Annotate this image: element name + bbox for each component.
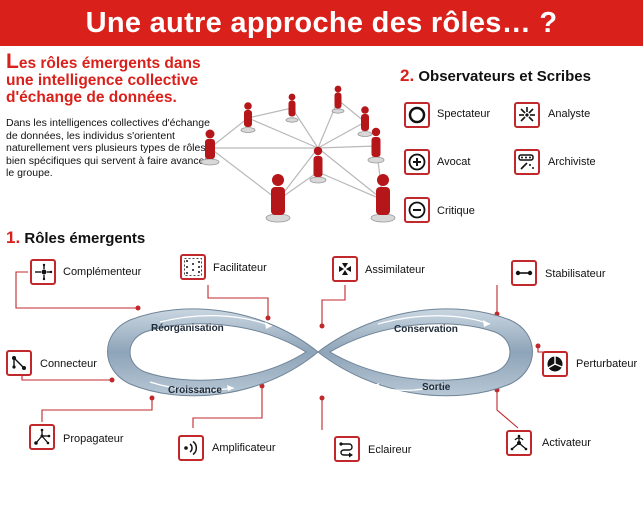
perturbateur-icon xyxy=(542,351,568,377)
facilitateur-icon xyxy=(180,254,206,280)
heading-rest: es rôles émergents dans une intelligence… xyxy=(6,55,201,106)
loop-label-sortie: Sortie xyxy=(422,382,451,393)
activateur-icon xyxy=(506,430,532,456)
spectateur-icon xyxy=(404,102,430,128)
critique-icon xyxy=(404,197,430,223)
eclaireur-icon xyxy=(334,436,360,462)
propagateur-icon xyxy=(29,424,55,450)
facilitateur-label: Facilitateur xyxy=(213,262,267,274)
spectateur-label: Spectateur xyxy=(437,108,491,120)
archiviste-icon xyxy=(514,149,540,175)
avocat-icon xyxy=(404,149,430,175)
heading-first-letter: L xyxy=(6,50,19,73)
amplificateur-icon xyxy=(178,435,204,461)
stabilisateur-icon xyxy=(511,260,537,286)
archiviste-label: Archiviste xyxy=(548,156,596,168)
connecteur-label: Connecteur xyxy=(40,358,97,370)
perturbateur-label: Perturbateur xyxy=(576,358,638,370)
analyste-icon xyxy=(514,102,540,128)
title-banner xyxy=(0,0,643,46)
stabilisateur-label: Stabilisateur xyxy=(545,268,606,280)
assimilateur-icon xyxy=(332,256,358,282)
banner-title: Une autre approche des rôles… ? xyxy=(85,7,558,39)
critique-label: Critique xyxy=(437,205,475,217)
connecteur-icon xyxy=(6,350,32,376)
complementeur-label: Complémenteur xyxy=(63,266,142,278)
loop-label-croissance: Croissance xyxy=(168,385,222,396)
analyste-label: Analyste xyxy=(548,108,591,120)
activateur-label: Activateur xyxy=(542,437,591,449)
loop-label-conservation: Conservation xyxy=(394,324,458,335)
avocat-label: Avocat xyxy=(437,156,471,168)
section-2-title: 2. Observateurs et Scribes xyxy=(400,66,591,85)
loop-label-reorganisation: Réorganisation xyxy=(151,323,224,334)
complementeur-icon xyxy=(30,259,56,285)
eclaireur-label: Eclaireur xyxy=(368,444,412,456)
intro-text: Dans les intelligences collectives d'éch… xyxy=(6,117,210,180)
propagateur-label: Propagateur xyxy=(63,433,124,445)
heading: Les rôles émergents dans une intelligenc… xyxy=(6,50,231,106)
assimilateur-label: Assimilateur xyxy=(365,264,425,276)
section-1-title: 1. Rôles émergents xyxy=(6,228,146,247)
amplificateur-label: Amplificateur xyxy=(212,442,276,454)
